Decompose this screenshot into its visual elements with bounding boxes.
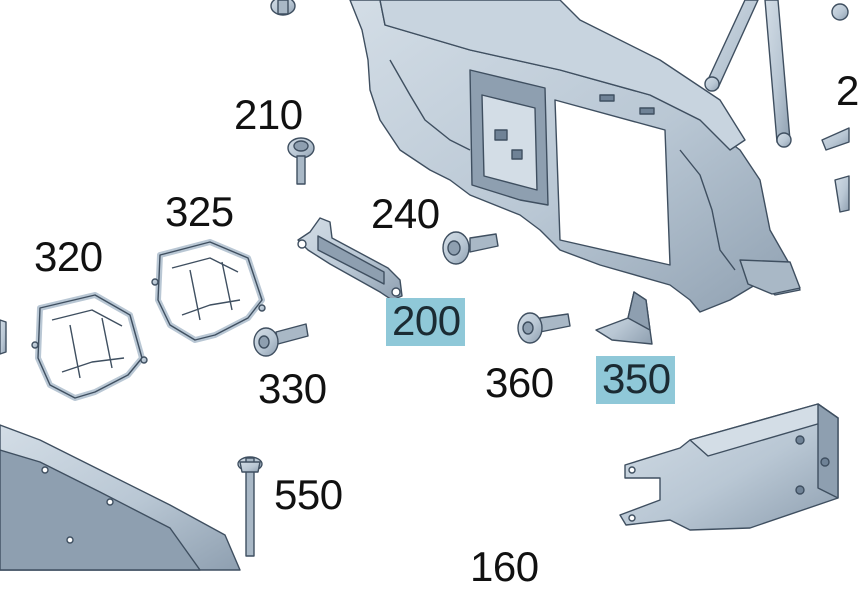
front-carrier-part[interactable] (349, 0, 801, 313)
bracket-350-part[interactable] (595, 291, 653, 345)
bracket-200-part[interactable] (297, 217, 403, 301)
bolt-240-part[interactable] (442, 231, 499, 265)
bracket-325-part[interactable] (151, 239, 266, 343)
callout-550[interactable]: 550 (274, 471, 343, 518)
screw-top-part[interactable] (270, 0, 296, 16)
callout-210[interactable]: 210 (234, 91, 303, 138)
clip-right-part[interactable] (821, 3, 850, 213)
callout-200-highlighted[interactable]: 200 (386, 298, 465, 346)
callout-330[interactable]: 330 (258, 365, 327, 412)
strut-rod-part[interactable] (704, 0, 792, 148)
crossmember-part[interactable] (619, 403, 839, 531)
bolt-550-part[interactable] (237, 456, 263, 557)
clip-left-part[interactable] (0, 319, 7, 355)
callout-240[interactable]: 240 (371, 190, 440, 237)
callout-320[interactable]: 320 (34, 233, 103, 280)
callout-350-highlighted[interactable]: 350 (596, 356, 675, 404)
bolt-210-part[interactable] (287, 137, 315, 185)
callout-360[interactable]: 360 (485, 359, 554, 406)
exploded-parts-drawing (0, 0, 850, 571)
bracket-320-part[interactable] (31, 292, 148, 401)
callout-160[interactable]: 160 (470, 543, 539, 590)
callout-325[interactable]: 325 (165, 188, 234, 235)
callout-2-partial[interactable]: 2 (836, 67, 859, 114)
lower-beam-part[interactable] (0, 424, 241, 571)
bolt-360-part[interactable] (517, 312, 571, 344)
bolt-330-part[interactable] (253, 323, 309, 357)
